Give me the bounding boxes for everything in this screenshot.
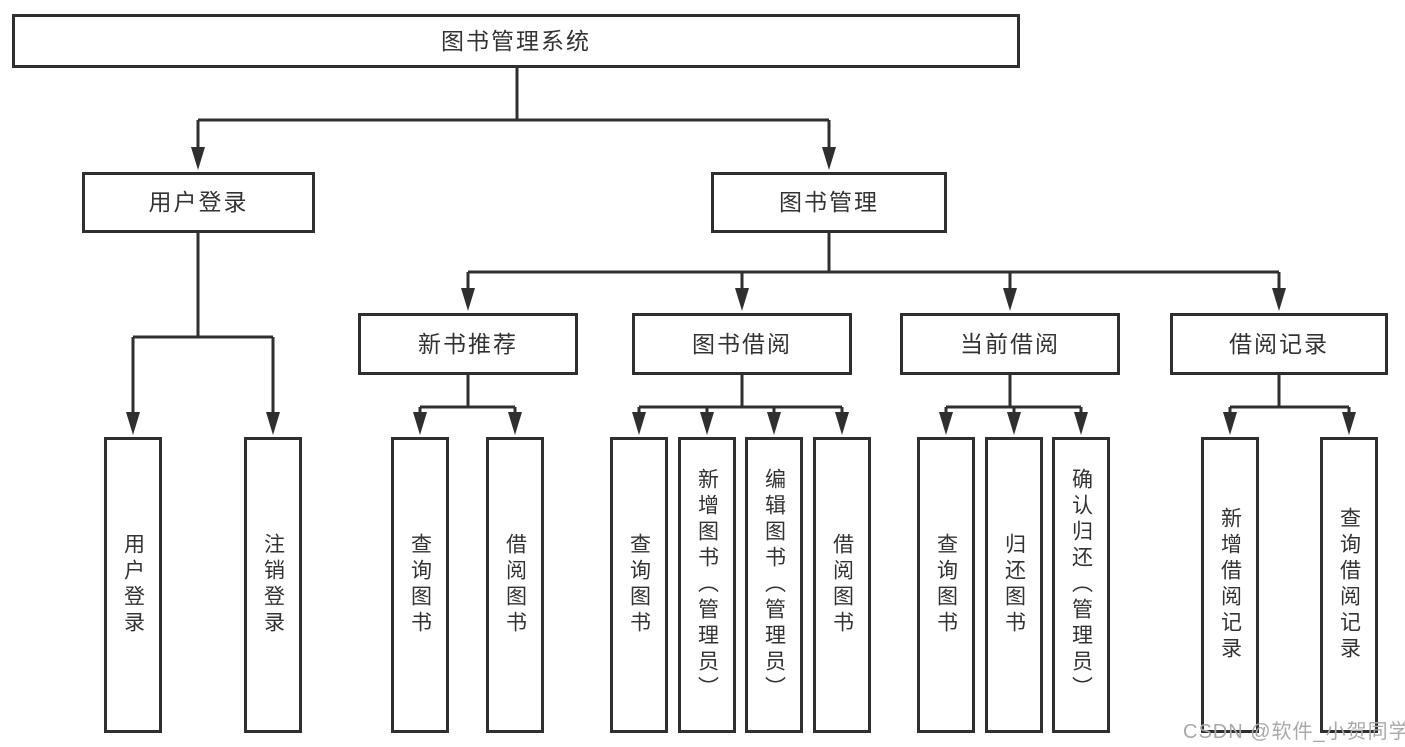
node-current-borrowing: 当前借阅 [900,313,1120,375]
node-book-management: 图书管理 [711,172,947,233]
node-new-book-recommend: 新书推荐 [358,313,578,375]
node-borrow-records: 借阅记录 [1170,313,1388,375]
leaf-label: 查询图书 [627,533,651,637]
leaf-label: 用户登录 [121,533,145,637]
leaf-label: 归还图书 [1002,533,1026,637]
leaf-label: 借阅图书 [503,533,527,637]
leaf-borrow-books: 借阅图书 [486,437,544,733]
leaf-add-book-admin: 新增图书（管理员） [678,437,736,733]
node-label: 借阅记录 [1229,330,1329,357]
arrowheads [126,147,1356,435]
leaf-label: 新增图书（管理员） [695,468,719,702]
leaf-query-books: 查询图书 [391,437,449,733]
leaf-borrow-books: 借阅图书 [813,437,871,733]
node-label: 图书借阅 [692,330,792,357]
leaf-label: 查询图书 [934,533,958,637]
node-label: 当前借阅 [960,330,1060,357]
node-label: 图书管理系统 [441,27,591,54]
leaf-add-borrow-record: 新增借阅记录 [1201,437,1259,733]
leaf-label: 查询借阅记录 [1337,507,1361,663]
leaf-query-books: 查询图书 [917,437,975,733]
leaf-query-books: 查询图书 [610,437,668,733]
leaf-label: 新增借阅记录 [1218,507,1242,663]
leaf-user-login: 用户登录 [104,437,162,733]
node-book-borrowing: 图书借阅 [632,313,852,375]
node-label: 新书推荐 [418,330,518,357]
node-library-system: 图书管理系统 [12,14,1020,68]
leaf-logout: 注销登录 [244,437,302,733]
leaf-confirm-return-admin: 确认归还（管理员） [1052,437,1110,733]
leaf-label: 借阅图书 [830,533,854,637]
leaf-label: 确认归还（管理员） [1069,468,1093,702]
leaf-label: 注销登录 [261,533,285,637]
leaf-label: 编辑图书（管理员） [762,468,786,702]
leaf-edit-book-admin: 编辑图书（管理员） [745,437,803,733]
leaf-query-borrow-record: 查询借阅记录 [1320,437,1378,733]
node-user-login: 用户登录 [82,172,315,233]
leaf-return-books: 归还图书 [985,437,1043,733]
node-label: 用户登录 [148,189,249,215]
node-label: 图书管理 [779,189,879,215]
leaf-label: 查询图书 [408,533,432,637]
